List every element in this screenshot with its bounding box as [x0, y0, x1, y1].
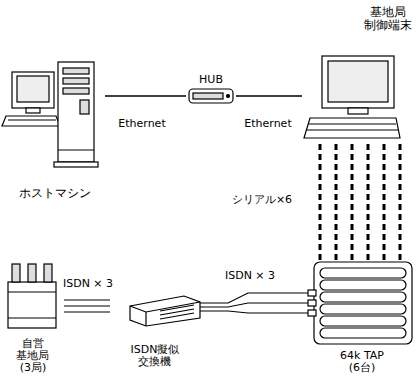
- node-label: 自営 基地局 (3局): [14, 338, 51, 374]
- edge-label: Ethernet: [116, 118, 167, 130]
- node-label: HUB: [199, 74, 223, 86]
- isdn-line: [200, 293, 308, 303]
- serial-cable-group: [320, 144, 400, 260]
- base-station-icon: [8, 264, 56, 328]
- edge-label: ISDN × 3: [61, 278, 115, 290]
- serial-cable: [319, 144, 322, 260]
- ethernet-cable: [236, 95, 302, 96]
- isdn-line: [64, 299, 110, 300]
- edge-label-holder: Ethernet: [242, 118, 293, 130]
- ethernet-cable: [105, 95, 186, 96]
- host-pc-icon: [2, 62, 98, 167]
- serial-cable: [351, 144, 354, 260]
- edge-label: シリアル×6: [230, 194, 294, 206]
- isdn-line: [200, 303, 308, 307]
- isdn-line: [200, 311, 308, 313]
- edge-label-holder: Ethernet: [116, 118, 167, 130]
- terminal-pc-icon: [304, 56, 400, 138]
- isdn-line: [64, 311, 110, 312]
- host-machine: ホストマシン: [5, 58, 105, 200]
- hub-icon: [189, 89, 233, 103]
- hub: HUB: [186, 74, 236, 104]
- isdn-line-group: [200, 293, 308, 313]
- exchange-icon: [130, 296, 200, 326]
- node-label: ISDN擬似 交換機: [123, 344, 187, 368]
- serial-cable: [399, 144, 402, 260]
- base-station: 自営 基地局 (3局): [2, 260, 64, 374]
- ethernet-cable-group: [105, 96, 186, 97]
- isdn-line: [64, 305, 110, 306]
- serial-cable: [335, 144, 338, 260]
- node-label: 基地局 制御端末: [361, 6, 414, 32]
- tap-unit: 64k TAP (6台): [308, 258, 416, 374]
- edge-label: ISDN × 3: [223, 270, 277, 282]
- serial-cable: [367, 144, 370, 260]
- edge-label: Ethernet: [242, 118, 293, 130]
- node-label: 64k TAP (6台): [336, 350, 389, 374]
- isdn-exchange: ISDN擬似 交換機: [110, 292, 200, 368]
- isdn-line-group: [64, 300, 110, 312]
- ethernet-cable-group: [236, 96, 302, 97]
- serial-cable: [383, 144, 386, 260]
- edge-label-holder: ISDN × 3: [223, 270, 277, 282]
- tap-stack-icon: [308, 262, 412, 344]
- edge-label-holder: ISDN × 3: [61, 278, 115, 290]
- node-label: ホストマシン: [19, 187, 91, 200]
- control-terminal: 基地局 制御端末: [302, 6, 414, 142]
- edge-label-holder: シリアル×6: [230, 194, 294, 206]
